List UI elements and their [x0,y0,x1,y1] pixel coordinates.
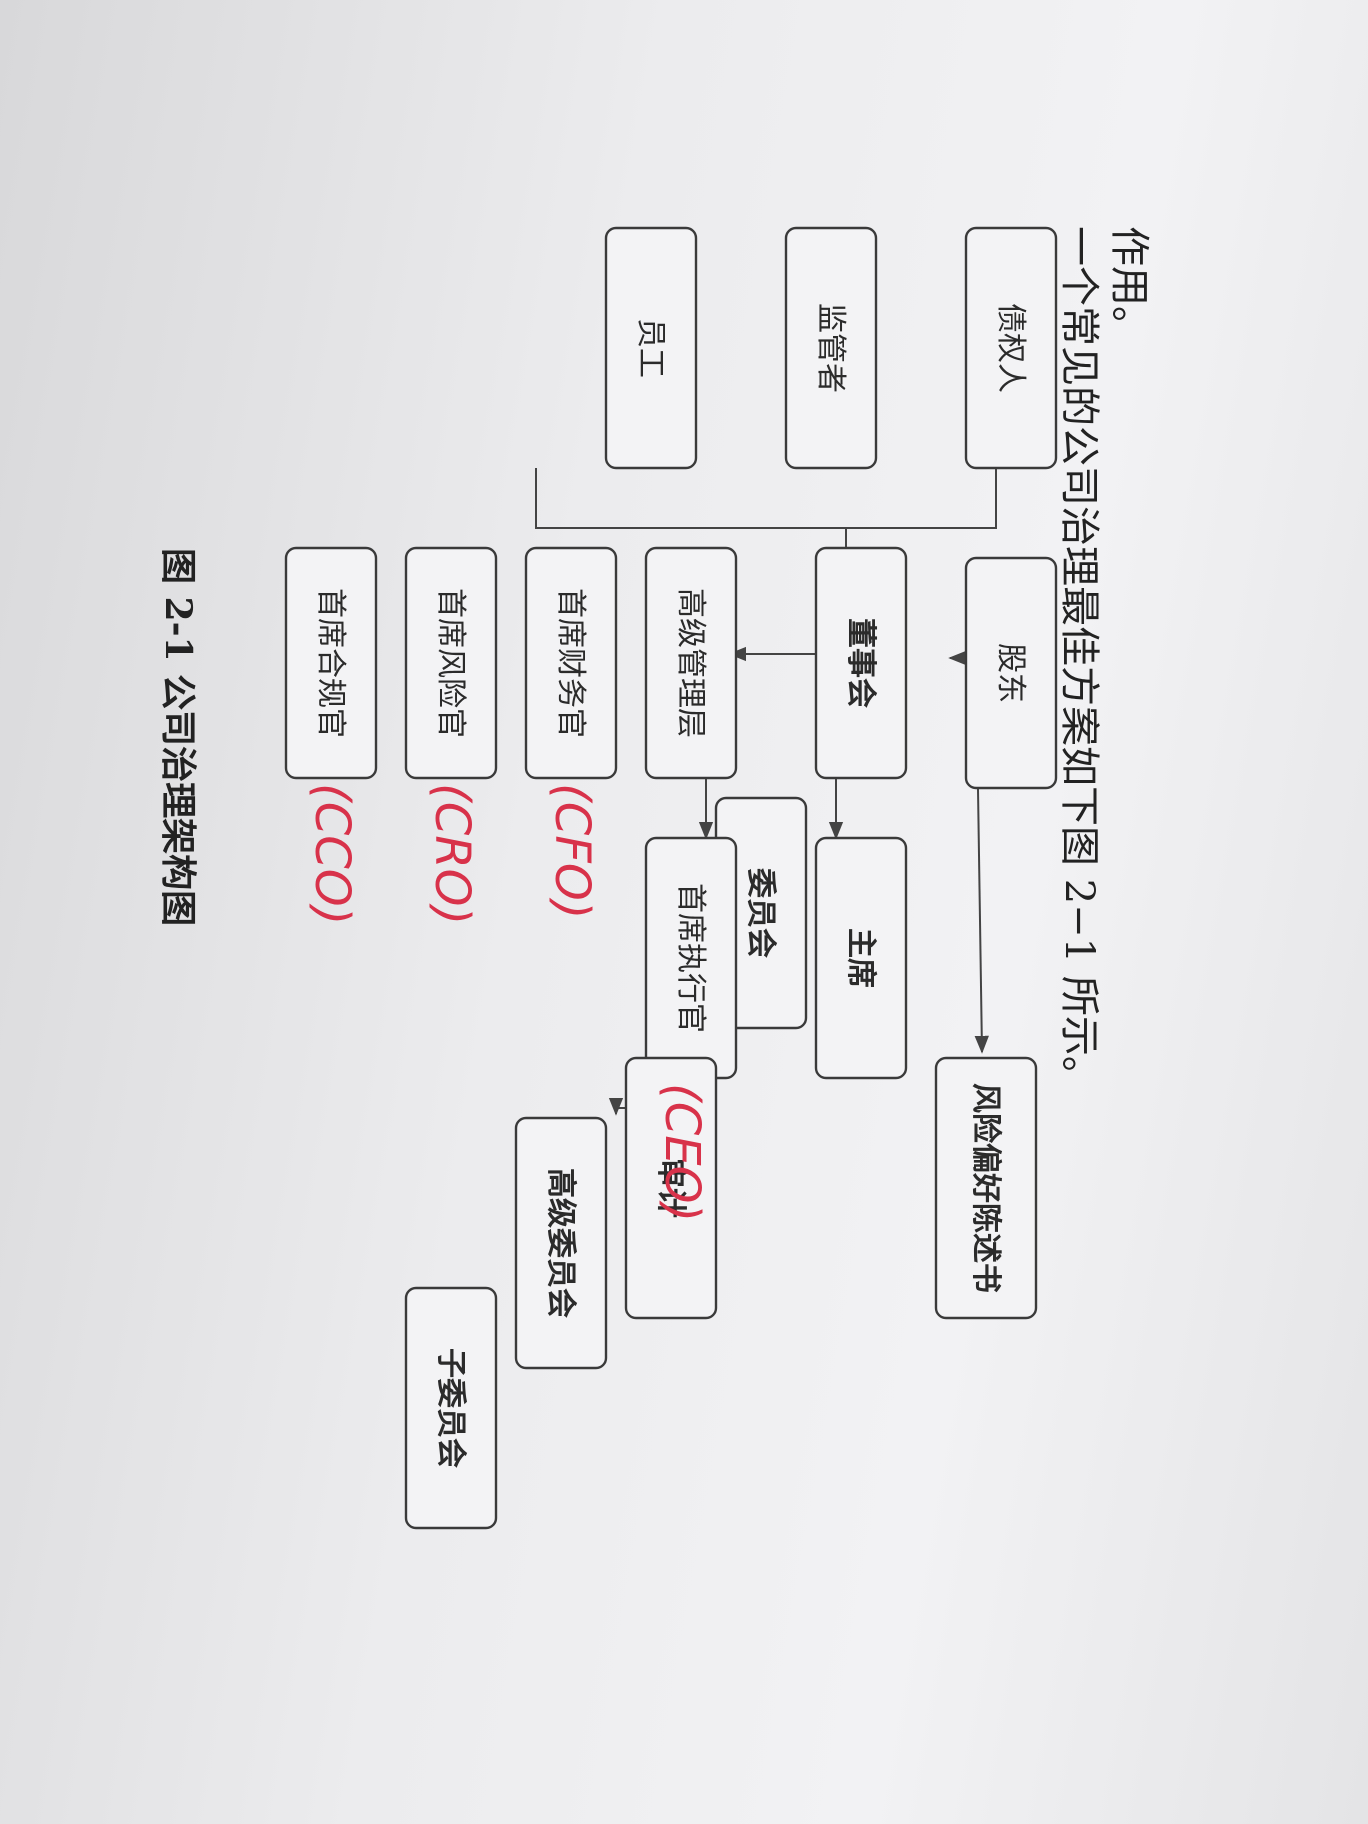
svg-text:首席合规官: 首席合规官 [313,588,348,738]
node-regulator: 监管者 [784,226,878,470]
svg-text:员工: 员工 [633,318,668,378]
connector-stakeholders [535,468,997,529]
svg-text:股东: 股东 [993,643,1028,703]
node-sub-committee: 子委员会 [404,1286,498,1530]
node-ceo: 首席执行官 [644,836,738,1080]
node-employee: 员工 [604,226,698,470]
top-fragment: 作用。 [1106,226,1152,346]
node-board: 董事会 [814,546,908,780]
intro-text: 一个常见的公司治理最佳方案如下图 2−1 所示。 [1056,226,1102,1096]
svg-text:审计: 审计 [653,1158,688,1218]
node-shareholder: 股东 [964,556,1058,790]
annotation-ceo: (CEO) [654,1083,710,1222]
node-senior-committee: 高级委员会 [514,1116,608,1370]
svg-text:子委员会: 子委员会 [433,1348,468,1468]
svg-text:监管者: 监管者 [813,303,848,393]
svg-text:首席执行官: 首席执行官 [673,883,708,1033]
svg-text:首席财务官: 首席财务官 [553,588,588,738]
svg-text:风险偏好陈述书: 风险偏好陈述书 [968,1083,1003,1293]
figure-caption: 图 2-1 公司治理架构图 [157,548,199,926]
node-creditor: 债权人 [964,226,1058,470]
svg-text:债权人: 债权人 [993,303,1028,393]
svg-text:高级管理层: 高级管理层 [673,588,708,738]
node-cco: 首席合规官 [284,546,378,780]
svg-text:委员会: 委员会 [743,868,778,958]
svg-text:董事会: 董事会 [843,618,878,708]
node-chairman: 主席 [814,836,908,1080]
annotation-cfo: (CFO) [544,783,600,919]
node-audit: 审计 [624,1056,718,1320]
node-cro: 首席风险官 [404,546,498,780]
svg-text:主席: 主席 [843,928,878,988]
node-cfo: 首席财务官 [524,546,618,780]
annotation-cco: (CCO) [304,783,360,925]
node-senior-mgmt: 高级管理层 [644,546,738,780]
svg-text:首席风险官: 首席风险官 [433,588,468,738]
svg-text:高级委员会: 高级委员会 [543,1168,578,1318]
node-risk-statement: 风险偏好陈述书 [934,1056,1038,1320]
annotation-cro: (CRO) [424,783,480,925]
